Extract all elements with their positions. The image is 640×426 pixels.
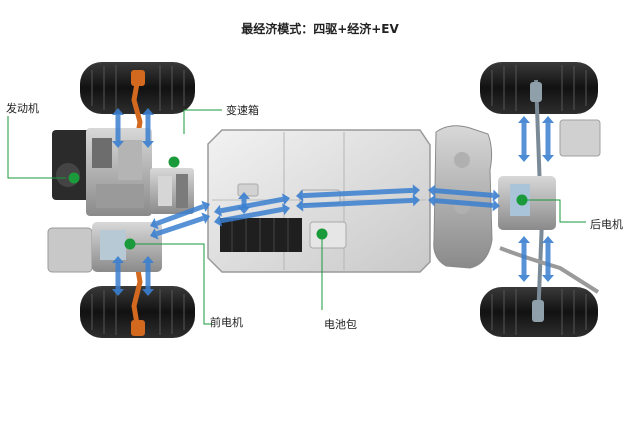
- label-rear-motor: 后电机: [590, 218, 623, 231]
- front-axle-shaft: [131, 70, 145, 336]
- label-battery-pack: 电池包: [324, 318, 357, 331]
- tire-front-right: [80, 286, 195, 338]
- leader-line-rear-motor: [522, 199, 586, 223]
- component-dot-engine: [68, 172, 80, 184]
- bidirectional-arrow-icon: [428, 184, 500, 202]
- bidirectional-arrow-icon: [296, 184, 420, 202]
- bidirectional-arrow-icon: [238, 192, 250, 214]
- energy-flow-arrows: [112, 108, 554, 296]
- component-dots: [68, 156, 528, 250]
- bidirectional-arrow-icon: [142, 256, 154, 296]
- battery-pack-plate: [207, 129, 431, 273]
- tire-front-left: [80, 62, 195, 114]
- leader-line-front-motor: [130, 243, 212, 325]
- bidirectional-arrow-icon: [428, 194, 500, 212]
- bidirectional-arrow-icon: [214, 203, 290, 227]
- bidirectional-arrow-icon: [518, 116, 530, 162]
- front-motor-unit: [47, 222, 162, 273]
- component-dot-gearbox: [168, 156, 180, 168]
- bidirectional-arrow-icon: [214, 193, 290, 217]
- tire-rear-left: [480, 62, 598, 114]
- bidirectional-arrow-icon: [542, 116, 554, 162]
- leader-lines: [7, 109, 586, 325]
- bidirectional-arrow-icon: [518, 236, 530, 282]
- label-engine: 发动机: [6, 102, 39, 115]
- tire-rear-right: [480, 287, 598, 337]
- label-front-motor: 前电机: [210, 316, 243, 329]
- bidirectional-arrow-icon: [150, 212, 210, 240]
- bidirectional-arrow-icon: [542, 236, 554, 282]
- leader-line-gearbox: [183, 109, 222, 134]
- bidirectional-arrow-icon: [112, 256, 124, 296]
- component-dot-battery-pack: [316, 228, 328, 240]
- rear-axle-shaft: [530, 79, 544, 322]
- engine-block: [52, 128, 152, 216]
- leader-line-engine: [7, 116, 66, 179]
- bidirectional-arrow-icon: [296, 194, 420, 212]
- fuel-tank: [433, 125, 493, 269]
- rear-motor-unit: [498, 119, 601, 294]
- bidirectional-arrow-icon: [150, 200, 210, 230]
- gearbox: [150, 168, 194, 214]
- component-dot-rear-motor: [516, 194, 528, 206]
- component-dot-front-motor: [124, 238, 136, 250]
- diagram-title: 最经济模式：四驱+经济+EV: [241, 22, 399, 36]
- bidirectional-arrow-icon: [112, 108, 124, 148]
- label-gearbox: 变速箱: [226, 104, 259, 117]
- bidirectional-arrow-icon: [142, 108, 154, 148]
